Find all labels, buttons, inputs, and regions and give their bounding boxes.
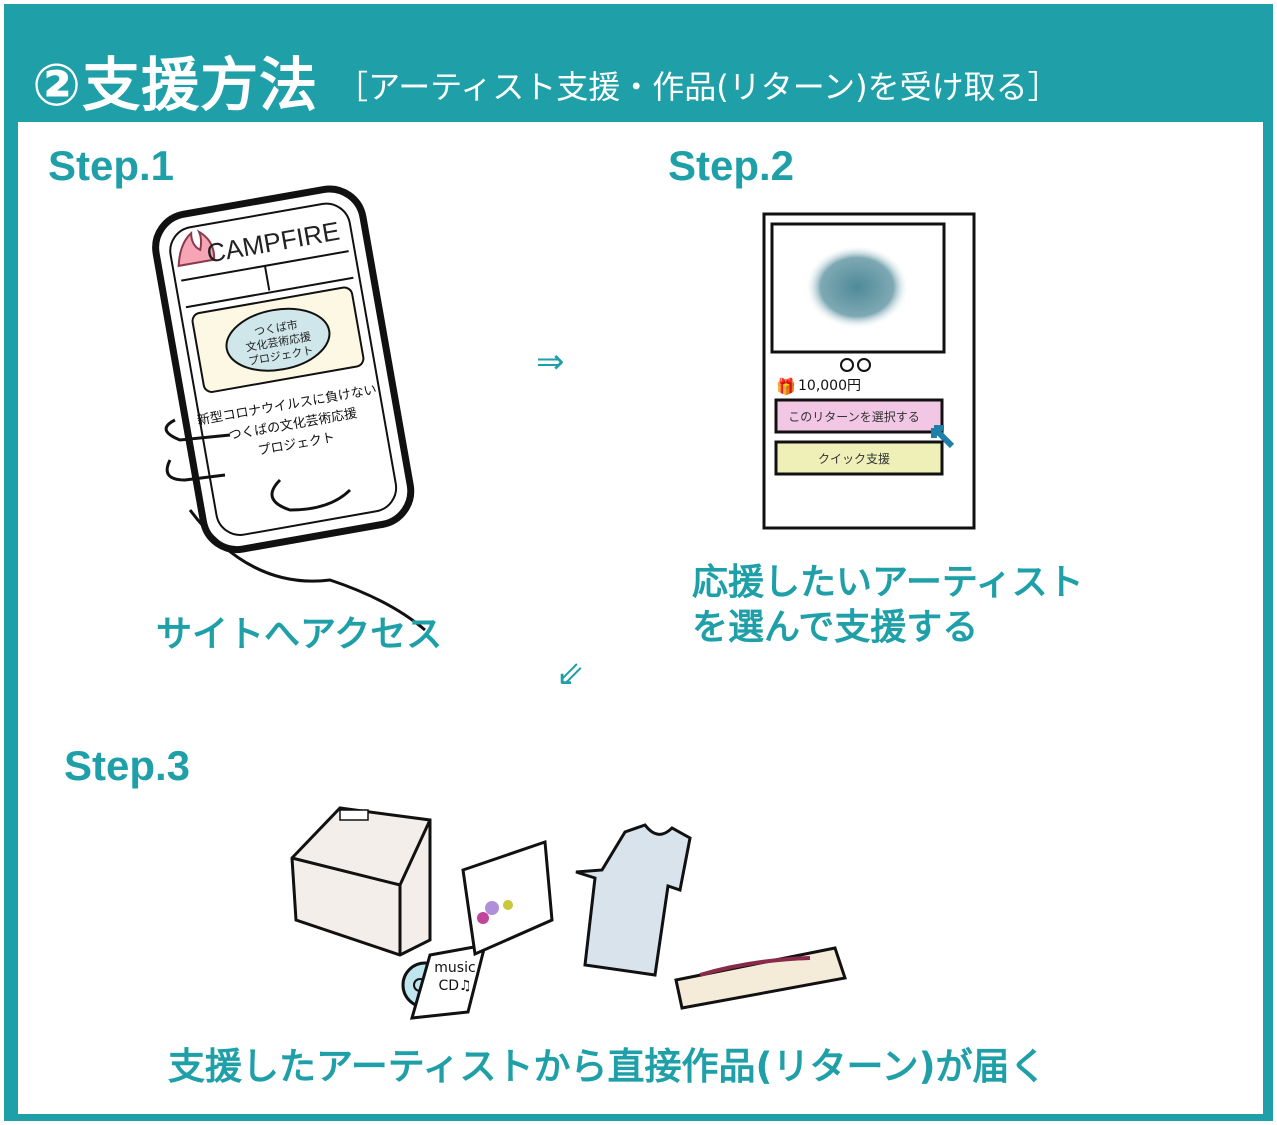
svg-text:music: music <box>434 960 475 976</box>
header: ②支援方法 ［アーティスト支援・作品(リターン)を受け取る］ <box>32 24 1060 114</box>
t-shirt-icon <box>575 823 692 977</box>
phone-screen-illustration: 🎁 10,000円 このリターンを選択する クイック支援 <box>762 212 976 530</box>
return-items-illustration: music CD♫ <box>290 806 847 1020</box>
svg-text:クイック支援: クイック支援 <box>818 452 890 466</box>
svg-text:CD♫: CD♫ <box>438 978 471 994</box>
arrow-down-left-icon: ⇙ <box>556 654 585 694</box>
campfire-logo-icon <box>177 229 216 268</box>
select-return-button <box>774 398 944 434</box>
step1-label: Step.1 <box>48 142 175 189</box>
box-icon <box>290 806 432 957</box>
smartphone-hand-illustration: CAMPFIRE つくば市 文化芸術応援 プロジェクト 新型コロナウイルスに負け… <box>152 185 426 632</box>
step3-caption: 支援したアーティストから直接作品(リターン)が届く <box>168 1045 1047 1088</box>
arrow-right-icon: ⇒ <box>536 342 565 382</box>
quick-support-button <box>774 440 944 476</box>
page-title: ②支援方法 <box>32 51 319 119</box>
music-cd-icon: music CD♫ <box>401 943 488 1020</box>
step2-caption-line1: 応援したいアーティスト <box>692 562 1084 603</box>
step2-label: Step.2 <box>668 142 795 189</box>
step1-caption: サイトへアクセス <box>156 614 443 655</box>
step2-caption-line2: を選んで支援する <box>692 607 979 648</box>
photo-frame-icon <box>461 839 554 957</box>
step3-label: Step.3 <box>64 742 191 789</box>
gift-icon: 🎁 <box>776 377 796 396</box>
page-subtitle: ［アーティスト支援・作品(リターン)を受け取る］ <box>336 68 1060 106</box>
gift-box-icon <box>674 946 847 1010</box>
pointer-arrow-icon <box>931 425 955 449</box>
hand-outline <box>164 418 426 632</box>
return-price: 10,000円 <box>798 378 861 394</box>
step2-caption: 応援したいアーティスト を選んで支援する <box>692 560 1084 650</box>
svg-text:このリターンを選択する: このリターンを選択する <box>788 410 919 424</box>
